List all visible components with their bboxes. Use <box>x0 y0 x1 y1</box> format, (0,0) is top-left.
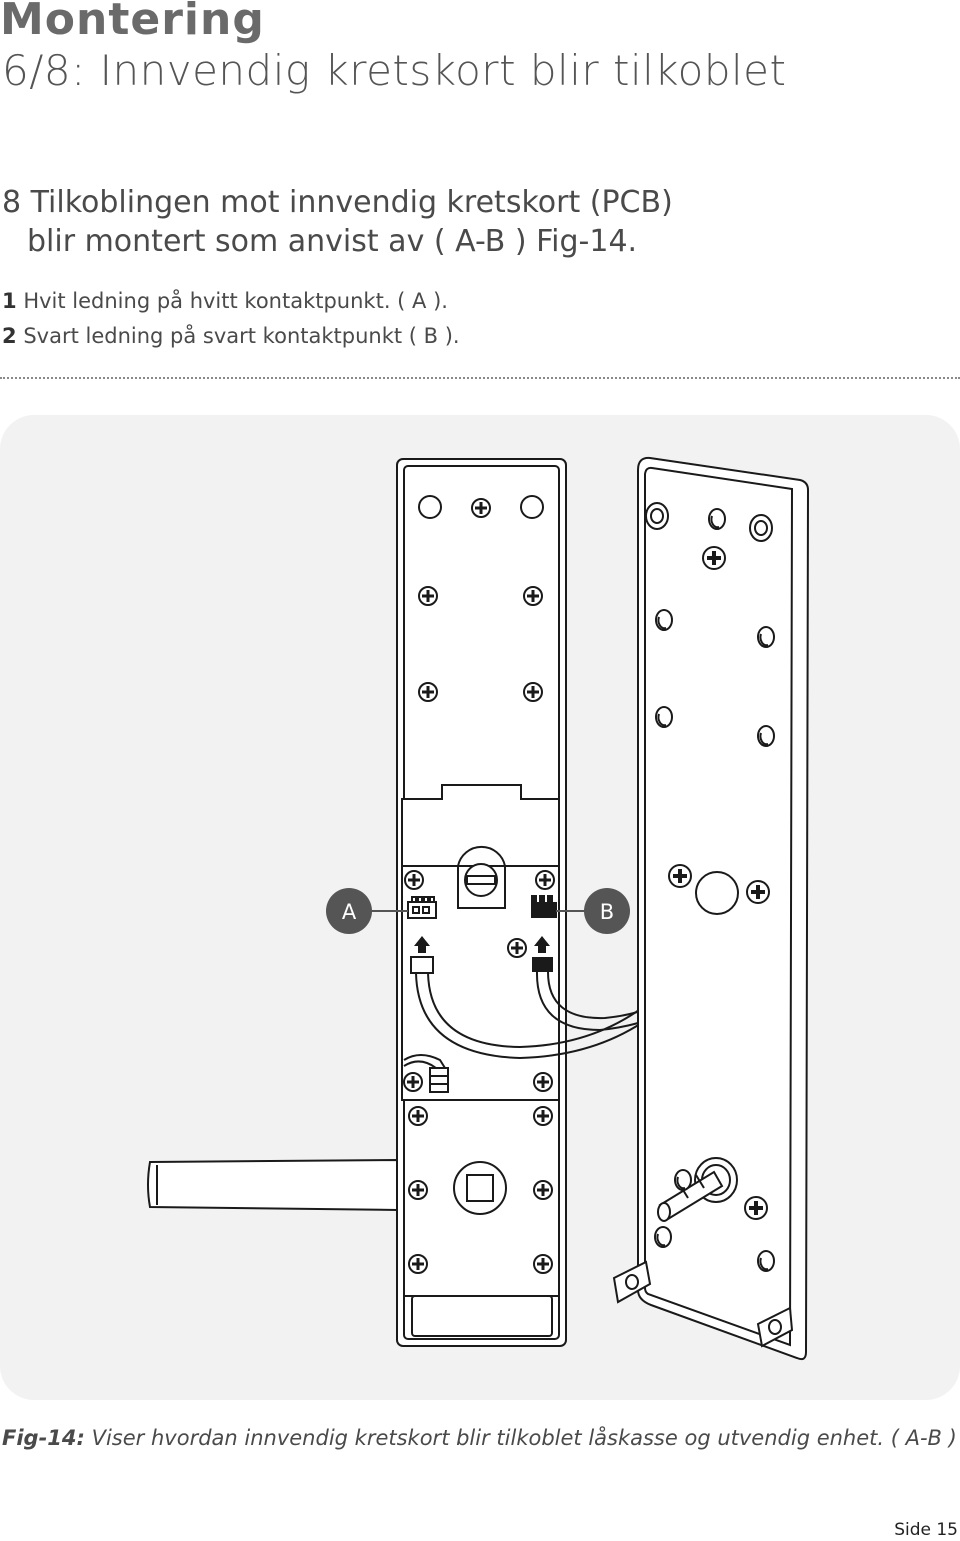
figure-panel: A B <box>0 415 960 1400</box>
caption-label: Fig-14: <box>2 1426 85 1450</box>
intro-line-1: 8 Tilkoblingen mot innvendig kretskort (… <box>2 185 673 220</box>
section-subtitle: 6/8: Innvendig kretskort blir tilkoblet <box>2 46 787 95</box>
dotted-divider <box>0 377 960 379</box>
hole-icon <box>654 1226 672 1248</box>
spindle-hole <box>453 1161 507 1215</box>
pcb-cavity <box>401 784 560 1101</box>
arrow-icon <box>414 936 550 953</box>
hole-icon <box>757 1250 775 1272</box>
outer-spindle <box>657 1157 738 1222</box>
screw-icon <box>522 681 544 703</box>
screw-icon <box>402 1071 424 1093</box>
hole-icon <box>708 508 726 530</box>
connector-a <box>407 896 437 919</box>
screw-icon <box>417 585 439 607</box>
mount-bracket <box>612 1260 794 1348</box>
mount-hole <box>520 495 544 519</box>
screw-icon <box>403 869 425 891</box>
label-a: A <box>342 900 357 924</box>
step-item: 1 Hvit ledning på hvitt kontaktpunkt. ( … <box>2 284 902 319</box>
screw-icon <box>407 1179 429 1201</box>
caption-text: Viser hvordan innvendig kretskort blir t… <box>91 1426 957 1450</box>
screw-icon <box>701 545 727 571</box>
hole-icon <box>674 1169 692 1191</box>
screw-icon <box>532 1253 554 1275</box>
step-item: 2 Svart ledning på svart kontaktpunkt ( … <box>2 319 902 354</box>
screw-icon <box>407 1105 429 1127</box>
screw-icon <box>522 585 544 607</box>
plug-a <box>410 956 434 974</box>
intro-paragraph: 8 Tilkoblingen mot innvendig kretskort (… <box>2 183 902 261</box>
screw-icon <box>470 497 492 519</box>
step-text: Svart ledning på svart kontaktpunkt ( B … <box>23 324 460 348</box>
hole-icon <box>655 706 673 728</box>
label-a-badge <box>326 888 372 934</box>
screw-icon <box>407 1253 429 1275</box>
screw-icon <box>745 879 771 905</box>
boss-icon <box>645 502 669 530</box>
step-text: Hvit ledning på hvitt kontaktpunkt. ( A … <box>23 289 448 313</box>
hole-icon <box>757 725 775 747</box>
screw-icon <box>532 1105 554 1127</box>
cable-hole <box>695 871 739 915</box>
step-number: 2 <box>2 324 17 348</box>
screw-icon <box>743 1195 769 1221</box>
handle-lever <box>147 1158 399 1212</box>
boss-icon <box>749 514 773 542</box>
step-list: 1 Hvit ledning på hvitt kontaktpunkt. ( … <box>2 284 902 354</box>
page-title: Montering <box>0 0 265 45</box>
screw-icon <box>532 1071 554 1093</box>
screw-icon <box>506 937 528 959</box>
screw-icon <box>532 1179 554 1201</box>
connector-b <box>531 895 557 918</box>
mount-hole <box>418 495 442 519</box>
screw-icon <box>534 869 556 891</box>
screw-icon <box>667 863 693 889</box>
screw-icon <box>417 681 439 703</box>
lock-wiring <box>403 1054 449 1093</box>
label-b: B <box>600 900 614 924</box>
figure-caption: Fig-14: Viser hvordan innvendig kretskor… <box>2 1426 957 1450</box>
intro-line-2: blir montert som anvist av ( A-B ) Fig-1… <box>27 224 638 259</box>
plug-b <box>532 957 553 972</box>
label-b-badge <box>584 888 630 934</box>
lock-assembly-illustration: A B <box>147 456 810 1361</box>
page-number: Side 15 <box>894 1520 958 1540</box>
step-number: 1 <box>2 289 17 313</box>
hole-icon <box>655 609 673 631</box>
hole-icon <box>757 626 775 648</box>
